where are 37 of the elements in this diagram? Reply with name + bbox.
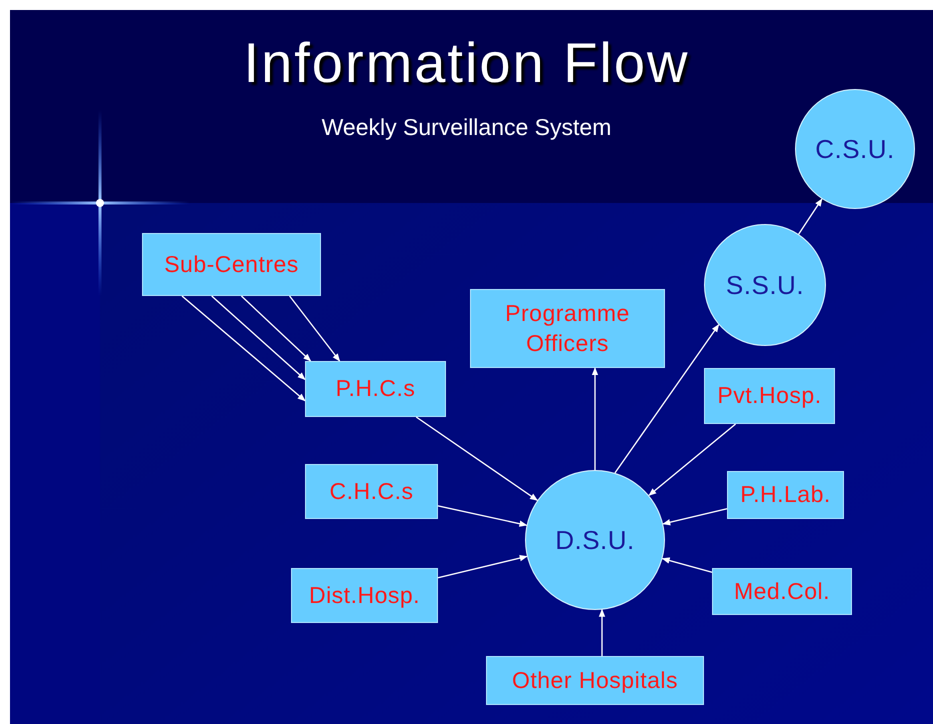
node-label: P.H.Lab.: [740, 480, 831, 510]
arrow: [798, 198, 822, 234]
process-box: [142, 233, 321, 296]
node-label: Med.Col.: [734, 576, 830, 606]
node-label: Sub-Centres: [164, 250, 299, 279]
process-box: [470, 289, 665, 368]
arrow: [240, 296, 312, 362]
node-label: Other Hospitals: [512, 666, 678, 695]
arrow: [289, 296, 340, 362]
arrow: [416, 416, 538, 501]
arrow: [592, 367, 598, 470]
arrow: [438, 554, 528, 578]
node-label: C.H.C.s: [330, 476, 414, 506]
node-label: Pvt.Hosp.: [717, 381, 822, 410]
node-label: P.H.C.s: [336, 374, 416, 404]
node-label: C.S.U.: [815, 134, 895, 164]
process-box: [486, 656, 704, 705]
process-box: [305, 464, 438, 519]
arrow: [614, 324, 720, 474]
arrow: [438, 505, 528, 527]
arrow: [211, 296, 306, 380]
node-label: Programme Officers: [504, 298, 631, 358]
arrow: [598, 608, 606, 656]
process-box: [712, 568, 852, 615]
arrow: [662, 557, 712, 573]
subtitle: Weekly Surveillance System: [322, 114, 612, 140]
process-box: [305, 361, 446, 417]
arrow: [662, 508, 728, 526]
node-label: D.S.U.: [555, 524, 635, 556]
node-label: S.S.U.: [726, 270, 804, 300]
node-label: Dist.Hosp.: [308, 580, 420, 610]
title: Information Flow: [244, 31, 690, 94]
process-box: [727, 471, 844, 519]
arrow: [182, 296, 306, 402]
process-box: [704, 368, 835, 424]
process-box: [291, 568, 438, 623]
arrow: [648, 424, 736, 496]
